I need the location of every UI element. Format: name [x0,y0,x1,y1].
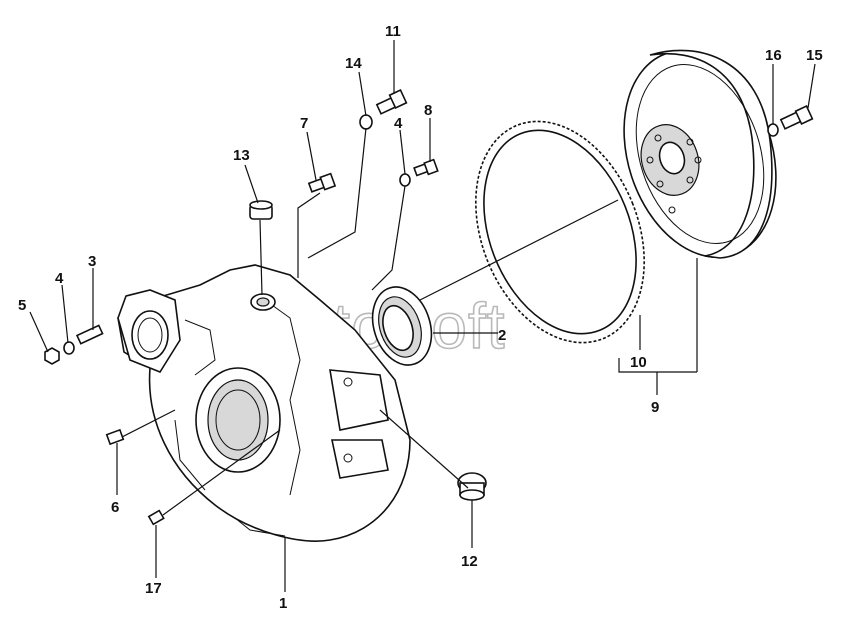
callout-13: 13 [233,147,250,164]
callout-12: 12 [461,553,478,570]
callout-4-left: 4 [55,270,64,287]
callout-10: 10 [630,354,647,371]
callout-7: 7 [300,115,308,132]
callout-9: 9 [651,399,659,416]
callout-1: 1 [279,595,287,612]
leader-lines [29,40,816,592]
callout-11: 11 [385,23,401,40]
flywheel-housing [117,264,411,542]
ring-gear [475,120,645,344]
callout-3: 3 [88,253,96,270]
callout-8: 8 [424,102,432,119]
callout-16: 16 [765,47,782,64]
callout-5: 5 [18,297,26,314]
callout-labels: 1 2 3 4 4 5 6 7 8 9 10 11 12 13 14 15 16… [18,23,823,612]
callout-6: 6 [111,499,119,516]
callout-14: 14 [345,55,362,72]
callout-4-top: 4 [394,115,403,132]
flywheel [623,49,777,259]
crankshaft-seal [371,286,433,366]
callout-15: 15 [806,47,823,64]
callout-2: 2 [498,327,506,344]
callout-17: 17 [145,580,162,597]
